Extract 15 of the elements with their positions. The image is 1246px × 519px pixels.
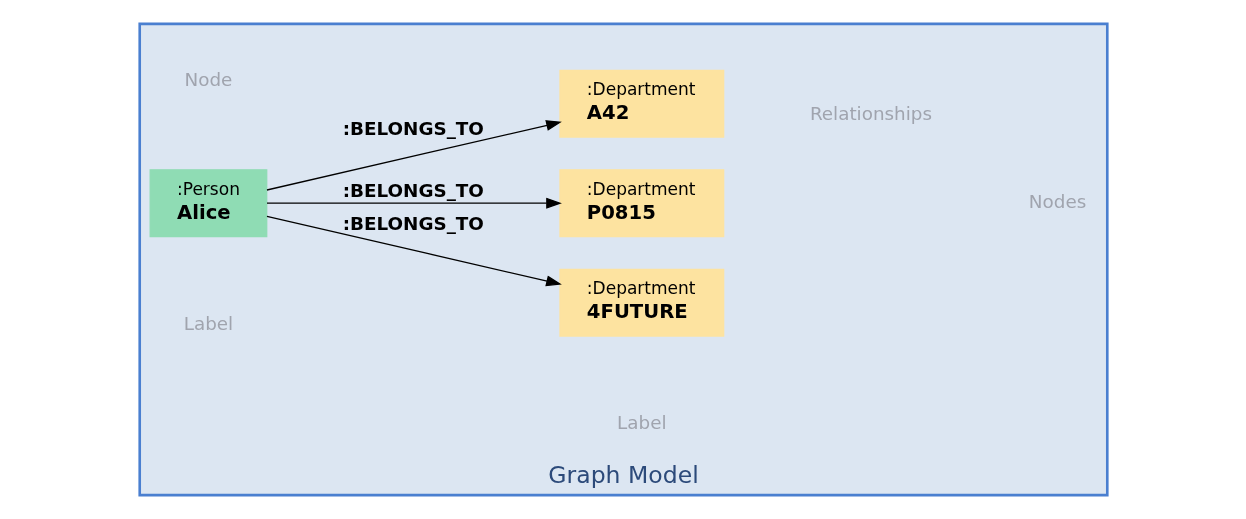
label: Node: [184, 69, 232, 91]
label: Nodes: [1028, 191, 1086, 213]
label: Label: [183, 312, 233, 334]
node-box: :Department A42: [558, 69, 724, 138]
label: Relationships: [809, 103, 932, 125]
node-box: :Department P0815: [558, 169, 724, 238]
arrow: [265, 197, 562, 209]
edge-label: :BELONGS_TO: [342, 118, 484, 140]
arrow: [265, 120, 562, 191]
node-box: :Person Alice: [149, 169, 267, 238]
label: Label: [616, 412, 667, 434]
node-box: :Department 4FUTURE: [558, 268, 724, 337]
arrow: [265, 215, 562, 287]
edge-label: :BELONGS_TO: [342, 212, 484, 234]
edge-label: :BELONGS_TO: [342, 179, 484, 201]
